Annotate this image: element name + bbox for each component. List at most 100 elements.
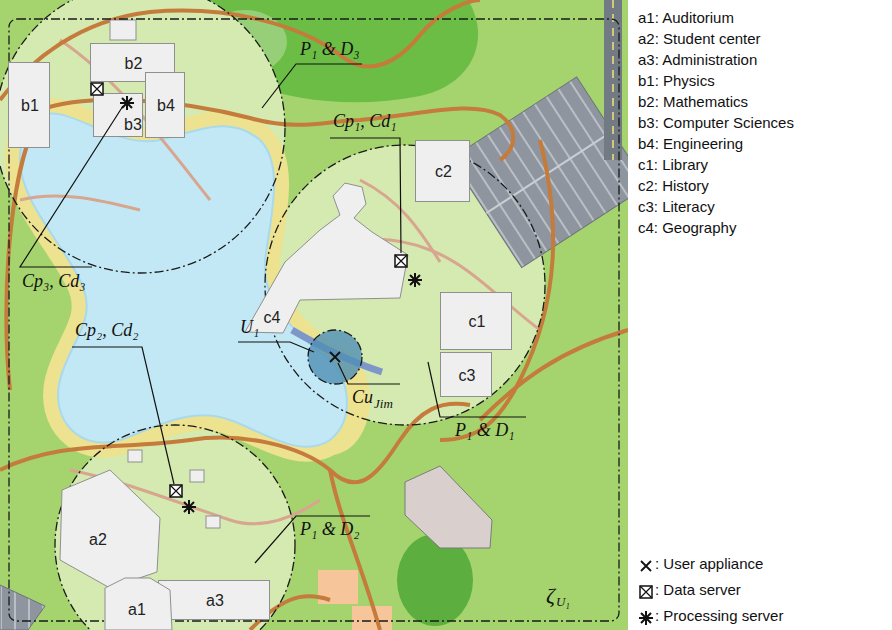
callout-label: Cp₃, Cd₃ [22,272,86,292]
map-feature [182,500,196,514]
scope-frame: ζU₁P₁ & D₃b2b1b4b3P₁ & D₁c2c4c1c3U₁P₁ & … [8,18,620,622]
circle-outline [308,330,362,384]
map-feature [170,485,182,497]
map-feature [338,363,400,384]
legend-symbol [638,610,654,626]
map-feature [170,485,182,497]
coverage-circle: P₁ & D₃b2b1b4b3 [0,0,287,275]
building: b4 [145,72,185,138]
building-code: c2 [435,164,452,180]
map-feature [408,273,422,287]
map-feature [0,404,470,483]
legend-row: : Data server [638,582,878,602]
legend-row: : User appliance [638,556,878,576]
building-outline [105,578,172,630]
coverage-circle: P₁ & D₁c2c4c1c3 [263,143,547,427]
legend-symbol [638,584,654,600]
leader-lines [20,64,526,563]
legend-entry: c1: Library [638,157,708,174]
map-feature [330,470,380,630]
legend-entry: c3: Literacy [638,199,715,216]
circle-outline [0,0,285,273]
map-feature [170,485,182,497]
map-feature [91,83,103,95]
legend-entry: : Processing server [655,608,783,625]
building-code: b1 [21,98,39,114]
map-feature [238,342,314,352]
map-feature [612,0,614,160]
region-label: U₁ [556,595,570,609]
legend-entry: b1: Physics [638,73,715,90]
building-code: a1 [128,602,146,618]
building: b1 [8,62,50,148]
map-feature [628,0,892,630]
region-label: P₁ & D₃ [300,40,360,60]
map-feature [91,83,103,95]
map-feature [20,196,140,210]
map-feature [262,64,362,108]
legend-entry: a2: Student center [638,31,761,48]
circle-outline [55,425,295,630]
map-feature [182,500,196,514]
building: a2 [60,470,160,588]
map-feature [6,110,45,390]
frame-outline [9,19,619,621]
legend-entry: b4: Engineering [638,136,743,153]
map-feature [110,20,220,528]
building-outline [245,183,408,333]
coverage-circle: P₁ & D₂a2a3a1 [53,423,297,630]
legend-entry: : Data server [655,582,741,599]
region-label: P₁ & D₁ [455,421,515,441]
map-feature [120,96,134,110]
map-feature [0,0,628,630]
server-symbols [91,83,422,514]
building-outline [60,470,160,588]
map-feature [395,255,407,267]
legend-entry: b3: Computer Sciences [638,115,794,132]
map-feature [395,255,407,267]
legend-symbol [638,558,654,574]
map-feature [330,352,340,362]
building-code: b3 [124,117,142,133]
map-feature [0,0,628,630]
map-feature [405,466,492,548]
building-code: c3 [459,368,476,384]
region-label: U₁ [240,318,259,338]
map-feature [428,362,526,417]
legend-entry: b2: Mathematics [638,94,748,111]
map-feature [120,96,134,110]
callout-label: Cu [352,388,373,408]
legend-entry: a3: Administration [638,52,757,69]
map-feature [255,516,370,563]
region-label: P₁ & D₂ [300,520,360,540]
map-feature [0,0,480,100]
legend-entry: c4: Geography [638,220,736,237]
building-code: b2 [125,56,143,72]
map-feature [72,347,174,484]
building-code: b4 [157,98,175,114]
map-feature [91,83,103,95]
map-feature [395,255,407,267]
map-feature [60,40,210,200]
building-code: c4 [264,310,281,326]
outline [60,470,160,588]
map-feature [206,516,220,528]
callout-label: Jim [374,397,393,411]
building: c4 [245,183,408,333]
building: c2 [415,140,470,202]
building-code: a3 [206,593,224,609]
building: a1 [105,578,172,630]
map-feature [20,40,540,524]
callout-label: Cp₁, Cd₁ [333,112,397,132]
map-feature [110,20,136,40]
map-feature [330,138,401,253]
legend-entry: a1: Auditorium [638,10,734,27]
building-code: a2 [89,532,107,548]
building: b3 [93,93,143,137]
building: c1 [440,292,512,350]
